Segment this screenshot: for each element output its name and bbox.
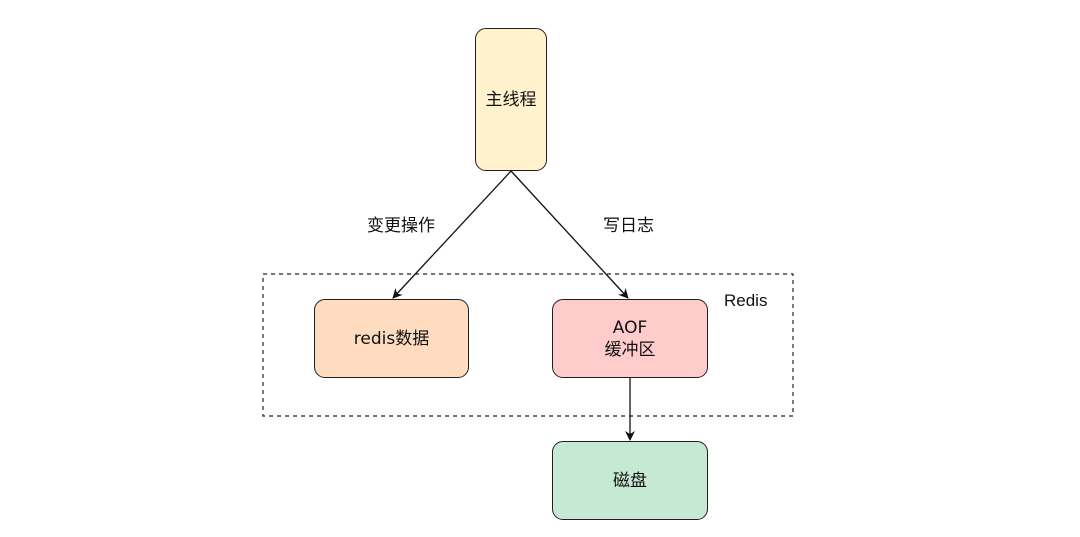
edge-write-log	[510, 170, 629, 299]
aof-buffer-node: AOF 缓冲区	[552, 299, 708, 378]
redis-data-label: redis数据	[353, 328, 430, 349]
write-log-label: 写日志	[603, 216, 654, 236]
redis-group-border	[262, 273, 794, 417]
aof-buffer-label-line2: 缓冲区	[604, 339, 656, 360]
aof-buffer-label-line1: AOF	[612, 317, 648, 338]
main-thread-node: 主线程	[475, 28, 547, 171]
main-thread-label: 主线程	[485, 89, 537, 110]
redis-group-label: Redis	[724, 291, 768, 310]
edge-change-op	[392, 170, 512, 299]
disk-node: 磁盘	[552, 441, 708, 520]
redis-data-node: redis数据	[314, 299, 469, 378]
disk-label: 磁盘	[613, 470, 647, 491]
change-op-label: 变更操作	[367, 216, 435, 236]
